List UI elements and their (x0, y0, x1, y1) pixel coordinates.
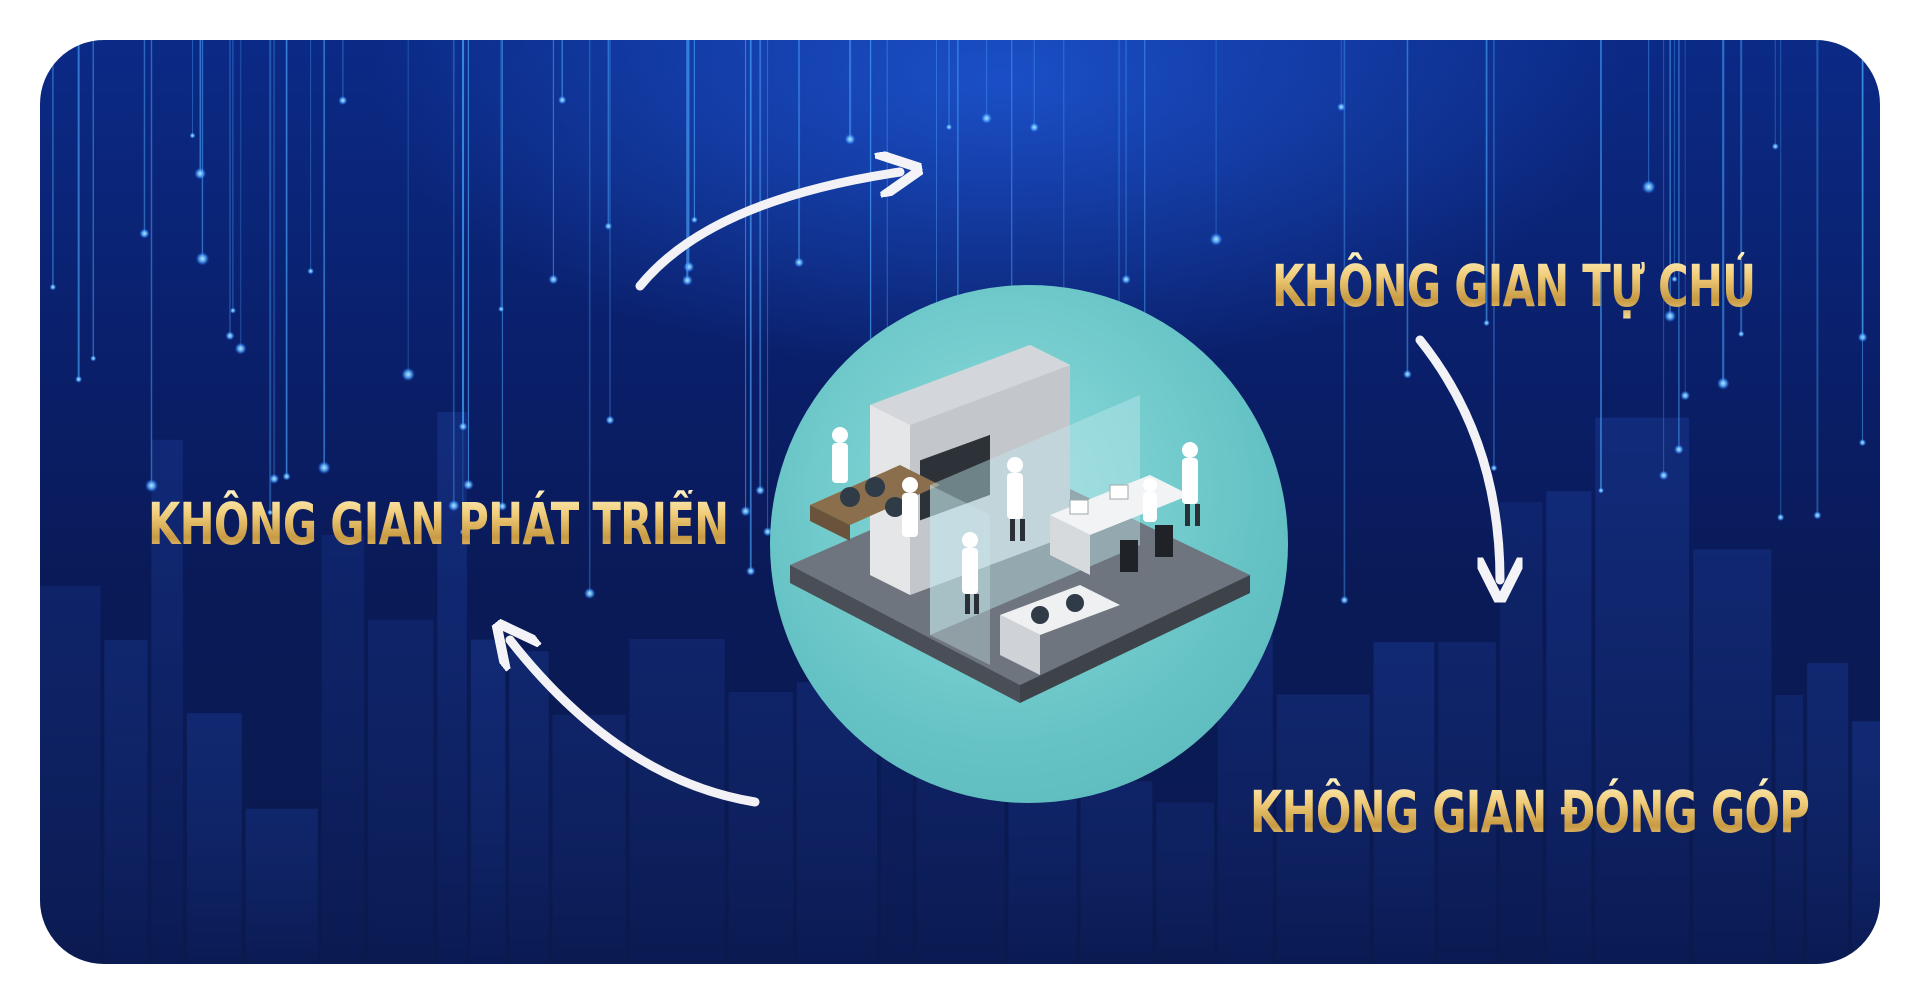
building (104, 640, 148, 964)
light-dot (229, 307, 237, 314)
light-dot (139, 228, 150, 239)
light-dot (144, 479, 159, 493)
light-dot (690, 216, 698, 224)
light-dot (447, 499, 460, 512)
light-dot (317, 461, 331, 475)
light-dot (1813, 511, 1822, 520)
light-dot (1402, 369, 1412, 379)
light-dot (269, 473, 280, 484)
building (470, 639, 506, 964)
light-dot (844, 133, 856, 145)
building (1438, 641, 1496, 964)
node-label-contribution: KHÔNG GIAN ĐÓNG GÓP (1250, 778, 1810, 846)
city-network-background (40, 40, 1880, 964)
building (186, 713, 242, 964)
building (245, 808, 318, 964)
light-dot (1771, 142, 1779, 151)
light-dot (1209, 232, 1223, 246)
light-dot (195, 251, 210, 266)
light-streaks (49, 40, 1868, 605)
building (1595, 417, 1690, 964)
light-dot (1858, 438, 1867, 447)
building (1693, 549, 1772, 964)
light-dot (338, 95, 348, 106)
building (1276, 694, 1370, 964)
light-dot (1340, 595, 1349, 605)
light-dot (234, 342, 247, 355)
light-dot (459, 528, 467, 536)
light-dot (498, 305, 505, 313)
light-dot (740, 505, 751, 517)
light-dot (307, 267, 315, 275)
light-dot (1737, 330, 1745, 338)
light-dot (1776, 513, 1785, 522)
light-dot (1597, 487, 1605, 494)
light-dot (189, 132, 196, 139)
light-dot (683, 261, 695, 273)
light-dot (194, 167, 207, 180)
building (1852, 721, 1880, 964)
building (1373, 642, 1435, 964)
light-dot (980, 112, 993, 124)
building (1807, 662, 1849, 964)
light-dot (945, 123, 953, 131)
building (368, 619, 434, 964)
light-dot (225, 331, 235, 341)
building (40, 586, 101, 964)
light-dot (1658, 470, 1669, 481)
center-circle (770, 285, 1288, 803)
light-dot (75, 375, 83, 383)
light-dot (90, 355, 97, 362)
light-dot (1029, 122, 1040, 133)
building (1775, 695, 1804, 964)
light-dot (755, 485, 766, 496)
light-dot (1716, 377, 1730, 390)
light-dot (1483, 319, 1490, 327)
light-dot (497, 501, 508, 511)
light-dot (1664, 310, 1677, 323)
light-dot (1336, 102, 1346, 112)
light-dot (604, 222, 613, 231)
light-dot (1673, 444, 1684, 455)
light-dot (746, 566, 756, 576)
light-dot (1490, 464, 1498, 472)
light-dot (1121, 274, 1131, 285)
light-dot (762, 527, 773, 537)
building (552, 714, 626, 964)
light-dot (1680, 390, 1691, 401)
building (509, 651, 549, 964)
light-dot (681, 274, 693, 286)
light-dot (267, 509, 274, 516)
building (1546, 491, 1592, 964)
light-dot (401, 367, 416, 382)
node-label-development: KHÔNG GIAN PHÁT TRIỂN (148, 490, 729, 558)
light-dot (463, 479, 474, 491)
light-dot (458, 422, 468, 432)
node-label-autonomy: KHÔNG GIAN TỰ CHỦ (1272, 252, 1756, 320)
building (321, 534, 365, 964)
light-dot (584, 587, 596, 600)
building (151, 439, 183, 964)
light-dot (1641, 179, 1656, 194)
building (1080, 781, 1153, 964)
light-dot (548, 274, 559, 285)
building (629, 638, 725, 964)
building (1499, 502, 1543, 964)
light-dot (605, 415, 615, 425)
light-dot (557, 95, 567, 105)
laboratory-illustration-icon (790, 345, 1250, 703)
light-dot (49, 283, 57, 291)
city-skyline (40, 412, 1880, 964)
building (1156, 802, 1214, 964)
light-dot (1671, 275, 1678, 283)
light-dot (282, 472, 291, 481)
light-dot (793, 257, 805, 268)
diagram-panel: KHÔNG GIAN TỰ CHỦ KHÔNG GIAN ĐÓNG GÓP KH… (40, 40, 1880, 964)
